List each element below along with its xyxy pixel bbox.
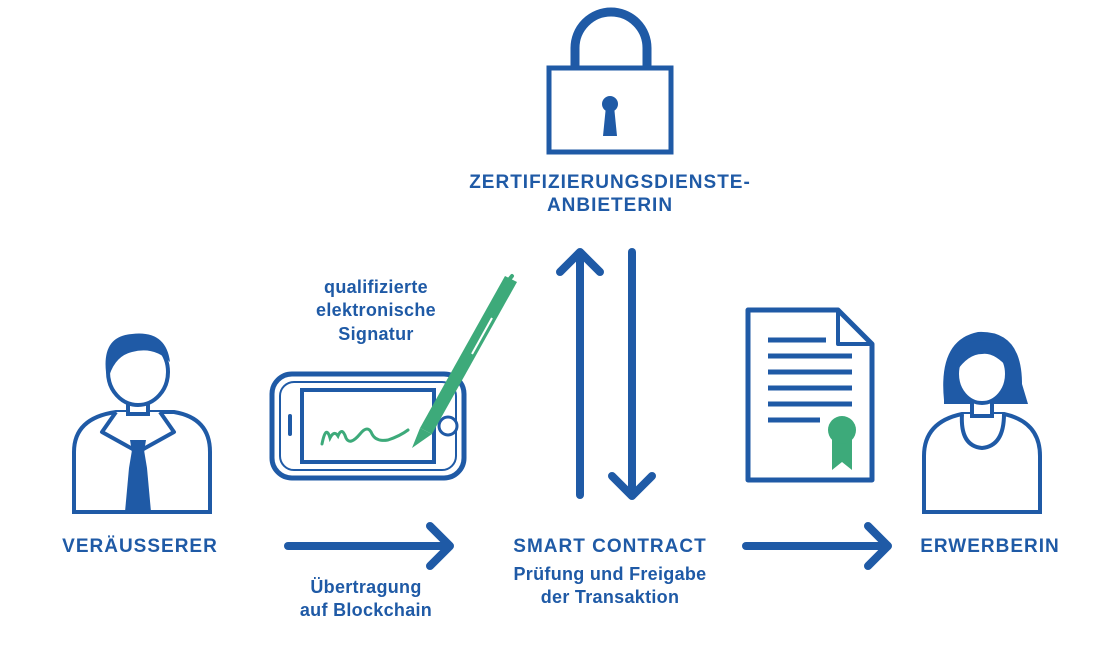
certification-authority-label-line1: ZERTIFIZIERUNGSDIENSTE- <box>469 172 751 193</box>
transfer-label: Übertragung auf Blockchain <box>266 576 466 623</box>
smart-contract-line1: Prüfung und Freigabe <box>513 564 707 584</box>
transfer-label-line1: Übertragung <box>310 577 422 597</box>
signature-label-line2: elektronische <box>316 300 436 321</box>
arrow-right-icon-transfer <box>284 522 454 570</box>
transfer-label-line2: auf Blockchain <box>299 600 433 621</box>
man-avatar-icon <box>72 333 212 514</box>
lock-icon <box>546 7 674 155</box>
signature-label-line1: qualifizierte <box>324 277 428 297</box>
certificate-document-icon <box>745 307 875 483</box>
smart-contract-line2: der Transaktion <box>540 587 680 608</box>
signature-label: qualifizierte elektronische Signatur <box>276 276 476 346</box>
arrow-up-icon <box>556 248 604 499</box>
pen-icon <box>412 274 517 448</box>
signature-label-line3: Signatur <box>338 323 414 344</box>
woman-avatar-icon <box>922 331 1042 514</box>
certification-authority-label: ZERTIFIZIERUNGSDIENSTE- ANBIETERIN <box>400 172 820 218</box>
arrow-right-icon-release <box>742 522 892 570</box>
arrow-down-icon <box>608 248 656 500</box>
smartphone-icon <box>269 371 467 481</box>
seller-label: VERÄUSSERER <box>62 536 218 557</box>
smart-contract-title: SMART CONTRACT <box>513 536 707 557</box>
certification-authority-label-line2: ANBIETERIN <box>546 194 674 216</box>
buyer-label: ERWERBERIN <box>920 536 1060 557</box>
smart-contract-description: Prüfung und Freigabe der Transaktion <box>450 563 770 610</box>
